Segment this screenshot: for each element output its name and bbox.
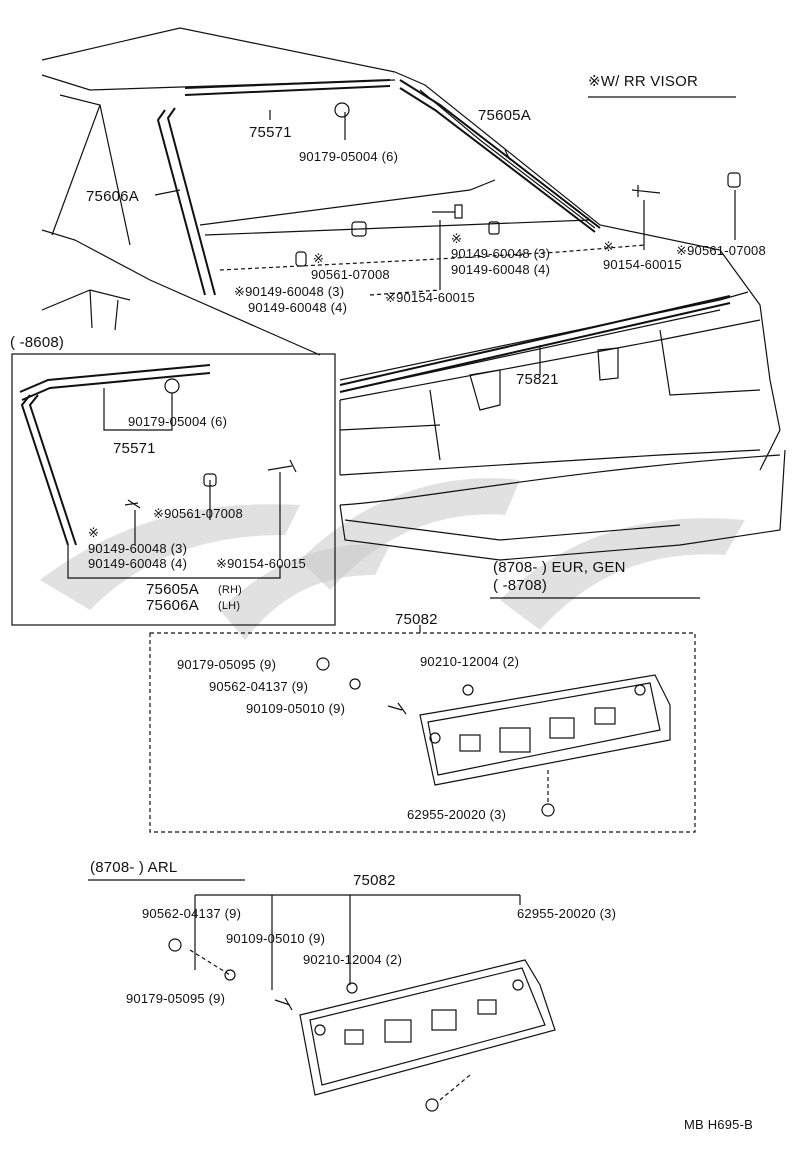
asterisk-90149-top: ※ bbox=[451, 231, 463, 246]
eur-part-90109-05010: 90109-05010 (9) bbox=[246, 701, 346, 716]
roof-moldings bbox=[114, 79, 731, 393]
asterisk-90154-top-right: ※ bbox=[603, 239, 615, 254]
visor-note-label: ※W/ RR VISOR bbox=[588, 73, 698, 90]
part-90149-60048-4-top: 90149-60048 (4) bbox=[451, 262, 551, 277]
inset-part-90154-60015: ※90154-60015 bbox=[216, 556, 306, 571]
part-90149-60048-3-mid: ※90149-60048 (3) bbox=[234, 284, 345, 299]
arl-range-title: (8708- ) ARL bbox=[90, 859, 178, 876]
watermark-graphic bbox=[40, 478, 745, 640]
footer-code: MB H695-B bbox=[684, 1117, 753, 1132]
inset-box bbox=[11, 353, 336, 626]
part-75605a-top: 75605A bbox=[478, 107, 531, 124]
inset-asterisk-90149: ※ bbox=[88, 525, 100, 540]
arl-part-75082: 75082 bbox=[353, 872, 396, 889]
eur-part-75082: 75082 bbox=[395, 611, 438, 628]
part-75606a-top: 75606A bbox=[86, 188, 139, 205]
inset-part-90561-07008: ※90561-07008 bbox=[153, 506, 243, 521]
arl-part-90109-05010: 90109-05010 (9) bbox=[226, 931, 326, 946]
part-90561-07008-mid: 90561-07008 bbox=[311, 267, 390, 282]
arl-part-90179-05095: 90179-05095 (9) bbox=[126, 991, 226, 1006]
part-90154-60015-top-right: 90154-60015 bbox=[603, 257, 682, 272]
eur-part-90210-12004: 90210-12004 (2) bbox=[420, 654, 520, 669]
part-90149-60048-3-top: 90149-60048 (3) bbox=[451, 246, 551, 261]
eur-part-90179-05095: 90179-05095 (9) bbox=[177, 657, 277, 672]
part-90154-60015-mid: ※90154-60015 bbox=[385, 290, 475, 305]
arl-panel-group bbox=[168, 894, 556, 1112]
eur-gen-range-line2: ( -8708) bbox=[493, 577, 548, 594]
car-body-outline bbox=[41, 27, 786, 561]
inset-rh-label: (RH) bbox=[218, 584, 243, 596]
inset-part-90149-60048-3: 90149-60048 (3) bbox=[88, 541, 188, 556]
part-90149-60048-4-mid: 90149-60048 (4) bbox=[248, 300, 348, 315]
range-8608-label: ( -8608) bbox=[10, 334, 65, 351]
part-75821: 75821 bbox=[516, 371, 559, 388]
eur-part-90562-04137: 90562-04137 (9) bbox=[209, 679, 309, 694]
inset-part-90149-60048-4: 90149-60048 (4) bbox=[88, 556, 188, 571]
arl-part-62955-20020: 62955-20020 (3) bbox=[517, 906, 617, 921]
inset-lh-label: (LH) bbox=[218, 600, 241, 612]
part-90179-05004-top: 90179-05004 (6) bbox=[299, 149, 399, 164]
fastener-icons-upper bbox=[219, 102, 741, 296]
arl-part-90210-12004: 90210-12004 (2) bbox=[303, 952, 403, 967]
eur-gen-range-line1: (8708- ) EUR, GEN bbox=[493, 559, 626, 576]
inset-part-90179-05004: 90179-05004 (6) bbox=[128, 414, 228, 429]
inset-part-75571: 75571 bbox=[113, 440, 156, 457]
part-75571-top: 75571 bbox=[249, 124, 292, 141]
part-90561-07008-top-right: ※90561-07008 bbox=[676, 243, 766, 258]
asterisk-90561-mid: ※ bbox=[313, 251, 325, 266]
inset-part-75606a: 75606A bbox=[146, 597, 199, 614]
eur-part-62955-20020: 62955-20020 (3) bbox=[407, 807, 507, 822]
arl-part-90562-04137: 90562-04137 (9) bbox=[142, 906, 242, 921]
eur-panel-group bbox=[149, 625, 696, 833]
inset-part-75605a: 75605A bbox=[146, 581, 199, 598]
